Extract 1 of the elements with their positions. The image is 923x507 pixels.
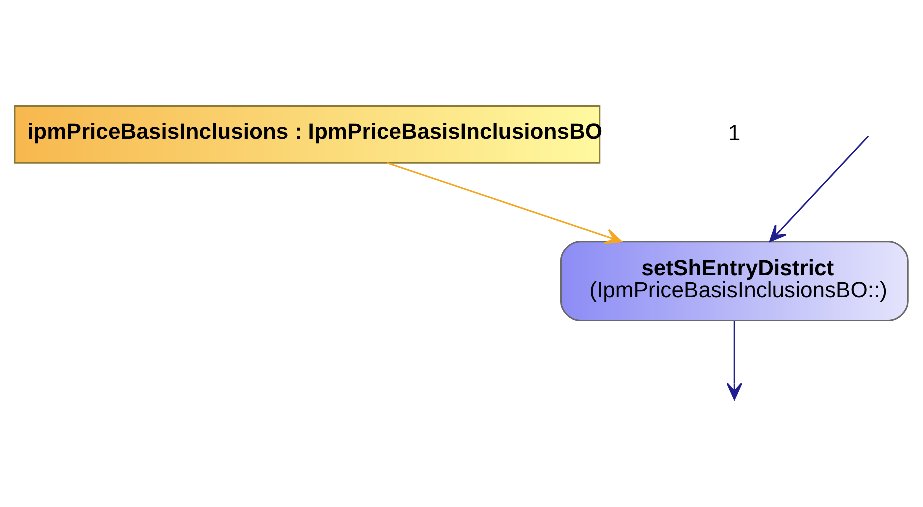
label: 1 — [728, 120, 741, 146]
